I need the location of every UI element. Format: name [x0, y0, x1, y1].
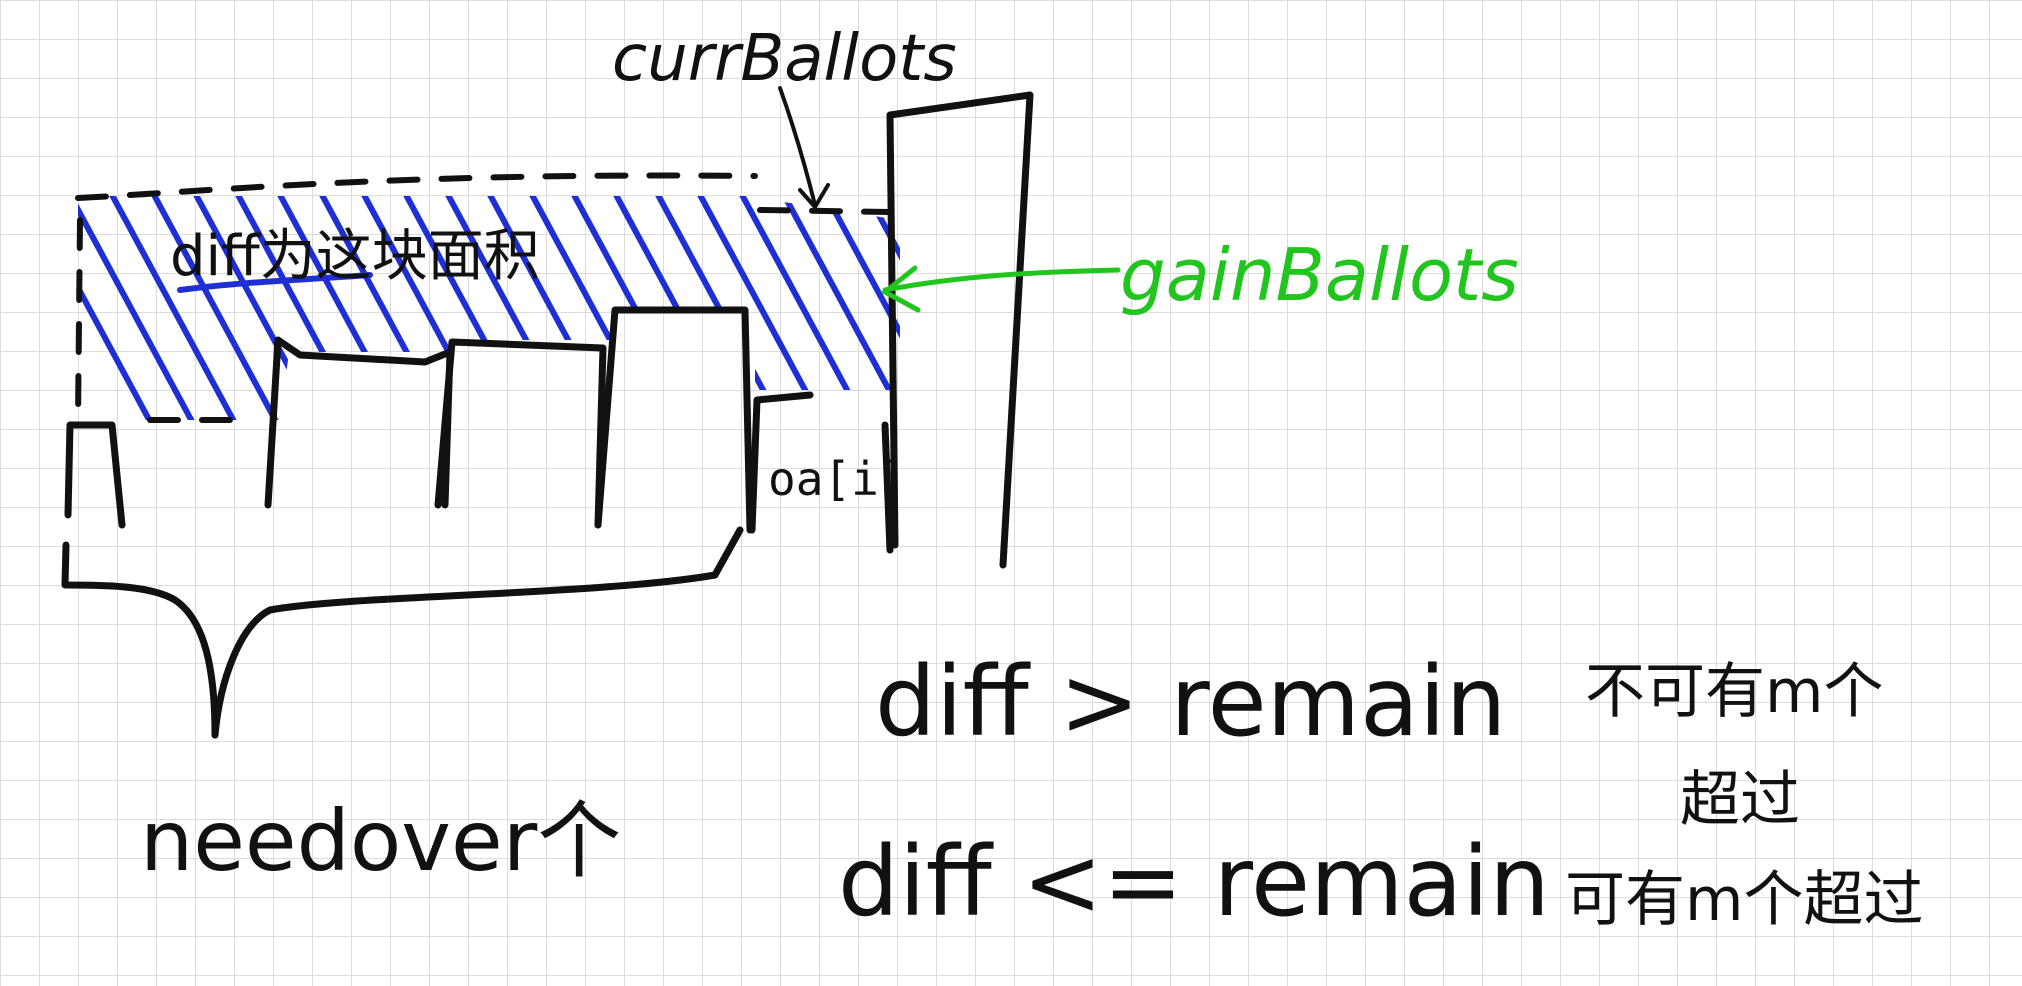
hatch-line [311, 196, 457, 420]
curr-ballots-label: currBallots [612, 22, 957, 96]
arrow-gain-ballots [880, 265, 1121, 313]
diff-area-label: diff为这块面积 [170, 224, 540, 289]
hatch-line [269, 196, 415, 420]
hatched-diff-area [78, 180, 1126, 440]
arrow-curr-ballots [778, 86, 830, 209]
bar-3 [434, 338, 607, 529]
hatch-line [857, 196, 900, 420]
bar-oa-i [748, 391, 894, 554]
hatch-line [78, 196, 163, 420]
hatch-line [395, 196, 541, 420]
bar-1 [64, 421, 126, 529]
condition-2-expr: diff <= remain [838, 826, 1550, 938]
gain-ballots-label: gainBallots [1120, 233, 1519, 317]
bar-curr-ballots [886, 91, 1034, 569]
diff-underline [177, 272, 373, 293]
hatch-line [986, 180, 1126, 440]
hatch-line [227, 196, 373, 420]
condition-1-expr: diff > remain [875, 646, 1507, 758]
hatch-line [353, 196, 499, 420]
hatch-line [437, 196, 583, 420]
brace-needover [61, 526, 744, 739]
condition-2-result: 可有m个超过 [1565, 865, 1923, 935]
hatch-line [78, 196, 205, 420]
oa-i-label: oa[i] [768, 452, 906, 506]
hatch-line [185, 196, 331, 420]
hatch-line [143, 196, 289, 420]
hatch-line [815, 196, 900, 420]
condition-1-result: 不可有m个 [1585, 657, 1883, 727]
condition-1-result-line2: 超过 [1680, 765, 1800, 835]
dashed-top-boundary [75, 172, 893, 423]
bar-4 [594, 306, 754, 534]
bar-2 [264, 336, 454, 509]
need-over-label: needover个 [140, 792, 621, 890]
hatch-line [101, 196, 247, 420]
